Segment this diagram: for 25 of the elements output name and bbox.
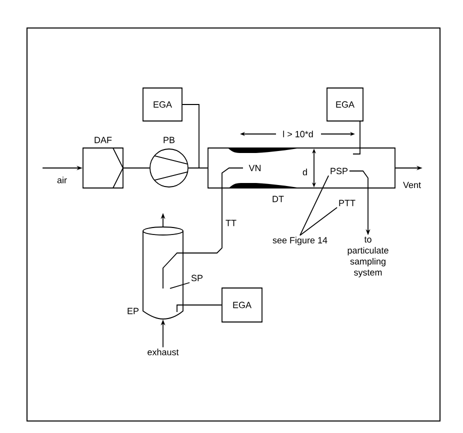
part-label: PTT (339, 200, 356, 206)
flow-label: exhaust (148, 348, 179, 356)
leader-line (170, 282, 190, 289)
dimension-label: d (302, 168, 307, 176)
component-label: PB (164, 136, 175, 144)
destination-label: to particulate sampling system (348, 236, 388, 278)
flow-label: Vent (403, 182, 421, 188)
transfer-tube (162, 168, 244, 289)
flow-label: air (57, 176, 67, 184)
analyzer-box: EGA (326, 88, 364, 122)
analyzer-box: EGA (142, 88, 182, 122)
edge-label: TT (224, 218, 238, 228)
component-label: DAF (94, 136, 112, 144)
connector-line (182, 104, 208, 168)
leader-line (300, 207, 338, 236)
leader-line (300, 175, 329, 236)
analyzer-box: EGA (222, 288, 262, 322)
part-label: SP (191, 274, 203, 282)
component-label: DT (272, 196, 284, 202)
part-label: PSP (330, 168, 348, 174)
dimension-label: l > 10*d (283, 130, 313, 138)
part-label: VN (248, 164, 261, 172)
connector-line (183, 304, 222, 306)
note-text: see Figure 14 (272, 236, 328, 246)
component-label: EP (128, 308, 139, 314)
